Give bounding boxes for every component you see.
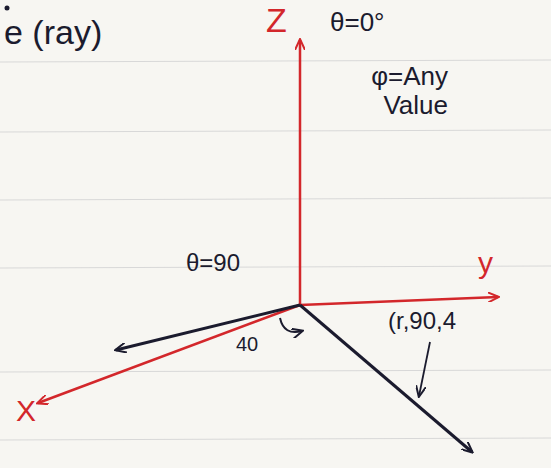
x-axis xyxy=(38,305,300,403)
angle-arc xyxy=(280,318,302,332)
axis-label: y xyxy=(478,246,493,279)
ruled-lines xyxy=(0,60,551,440)
angle-note: θ=0° xyxy=(330,8,385,37)
theta-90-ray xyxy=(116,305,300,350)
leader-arrow xyxy=(419,342,430,396)
axis-label: X xyxy=(16,394,36,427)
angle-value: 40 xyxy=(236,333,258,355)
angle-note: φ=Any Value xyxy=(330,62,448,119)
y-axis xyxy=(300,297,498,305)
heading-fragment: e (ray) xyxy=(4,14,102,51)
z-axis xyxy=(299,40,302,305)
point-ray xyxy=(300,305,472,452)
angle-note: θ=90 xyxy=(186,250,240,276)
point-coordinates: (r,90,4 xyxy=(388,308,456,334)
ink-dot xyxy=(5,6,10,11)
axis-label: Z xyxy=(266,2,287,39)
